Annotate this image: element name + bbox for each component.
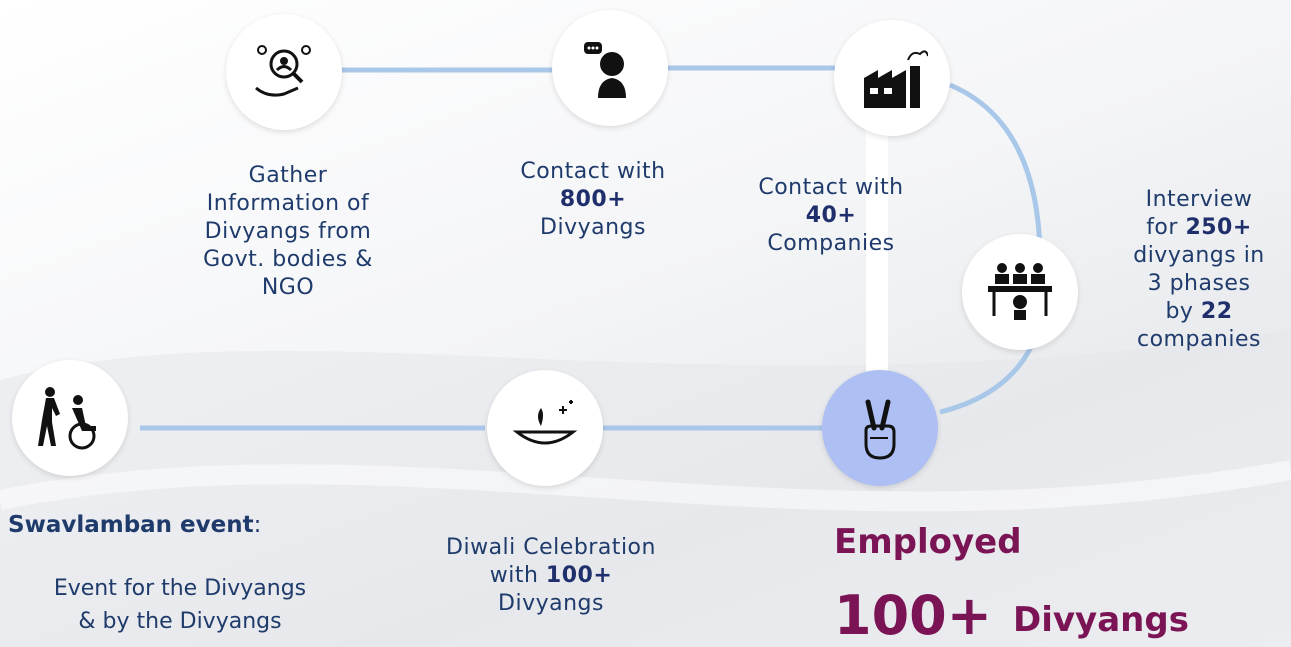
diwali-line-1: Diwali Celebration <box>446 535 656 560</box>
gather-line-5: NGO <box>261 275 315 300</box>
swavlamban-colon: : <box>253 512 262 538</box>
step-contact-companies-node <box>834 20 950 136</box>
interview-line-5-prefix: by <box>1165 299 1201 324</box>
employed-word: Divyangs <box>1013 600 1189 640</box>
gather-line-4: Govt. bodies & <box>203 247 373 272</box>
wheelchair-assist-icon <box>38 387 96 450</box>
swavlamban-title: Swavlamban event: <box>8 512 261 538</box>
step-diwali-text: Diwali Celebration with 100+ Divyangs <box>396 534 706 618</box>
interview-company-count: 22 <box>1200 299 1233 324</box>
step-contact-companies-text: Contact with 40+ Companies <box>728 174 934 258</box>
step-employed-node <box>822 370 938 486</box>
gather-line-3: Divyangs from <box>204 219 372 244</box>
contact-companies-line-3: Companies <box>767 231 895 256</box>
victory-hand-icon <box>864 399 896 460</box>
interview-line-3: divyangs in <box>1133 243 1265 268</box>
diwali-line-2-prefix: with <box>489 563 546 588</box>
swavlamban-title-text: Swavlamban event <box>8 512 254 538</box>
gather-line-2: Information of <box>206 191 370 216</box>
step-contact-divyangs-text: Contact with 800+ Divyangs <box>490 158 696 242</box>
gather-line-1: Gather <box>248 163 328 188</box>
step-interview-text: Interview for 250+ divyangs in 3 phases … <box>1110 186 1288 354</box>
swavlamban-description: Event for the Divyangs & by the Divyangs <box>4 572 356 638</box>
interview-panel-icon <box>988 263 1052 320</box>
step-gather-text: Gather Information of Divyangs from Govt… <box>198 162 378 302</box>
interview-count: 250+ <box>1185 215 1252 240</box>
employed-count: 100+ <box>834 584 992 647</box>
contact-divyangs-line-1: Contact with <box>520 159 666 184</box>
swavlamban-desc-line-1: Event for the Divyangs <box>53 576 307 601</box>
swavlamban-desc-line-2: & by the Divyangs <box>78 609 282 634</box>
interview-line-2-prefix: for <box>1146 215 1186 240</box>
search-people-icon <box>255 45 311 97</box>
step-gather-node <box>226 14 342 130</box>
step-diwali-node <box>487 370 603 486</box>
factory-icon <box>864 50 928 108</box>
interview-line-1: Interview <box>1145 187 1253 212</box>
diwali-count: 100+ <box>545 563 613 588</box>
step-contact-divyangs-node <box>552 10 668 126</box>
diwali-line-3: Divyangs <box>498 591 604 616</box>
diya-lamp-icon <box>512 400 578 445</box>
contact-divyangs-count: 800+ <box>559 187 627 212</box>
contact-divyangs-line-3: Divyangs <box>540 215 646 240</box>
interview-line-6: companies <box>1137 327 1261 352</box>
headset-support-icon <box>584 42 626 98</box>
contact-companies-count: 40+ <box>805 203 857 228</box>
connector-3 <box>949 82 1043 261</box>
contact-companies-line-1: Contact with <box>758 175 904 200</box>
interview-line-4: 3 phases <box>1147 271 1251 296</box>
step-swavlamban-node <box>12 360 128 476</box>
employed-title: Employed <box>834 522 1022 562</box>
step-interview-node <box>962 234 1078 350</box>
